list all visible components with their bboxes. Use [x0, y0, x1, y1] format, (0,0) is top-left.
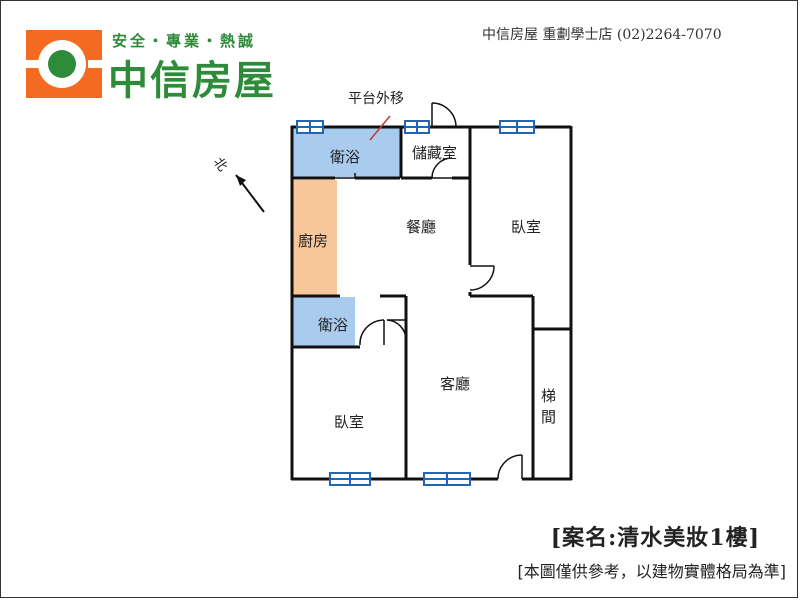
disclaimer: [本圖僅供參考，以建物實體格局為準]	[517, 562, 787, 581]
note-leader	[369, 115, 391, 141]
room-stairs-2: 間	[541, 408, 557, 426]
room-kitchen: 廚房	[298, 232, 329, 250]
logo-notch-left	[26, 60, 40, 68]
bath-top-fill	[293, 127, 400, 177]
room-bedroom-right: 臥室	[511, 218, 542, 236]
store-info: 中信房屋 重劃學士店 (02)2264-7070	[482, 27, 722, 43]
room-stairs-1: 梯	[541, 387, 557, 405]
logo-notch-right	[88, 60, 102, 68]
brand-logo	[26, 30, 102, 98]
room-bath-top: 衛浴	[330, 148, 361, 166]
logo-globe-icon	[48, 50, 76, 78]
window-bath-top	[296, 120, 324, 134]
window-storage	[404, 120, 430, 134]
room-bedroom-left: 臥室	[334, 413, 365, 431]
brand-name: 中信房屋	[108, 58, 276, 104]
slogan: 安全・專業・熱誠	[112, 32, 257, 50]
north-arrow-icon	[235, 174, 265, 213]
case-name: [案名:清水美妝1樓]	[550, 525, 760, 551]
room-living: 客廳	[440, 375, 471, 393]
platform-note: 平台外移	[348, 91, 404, 107]
kitchen-fill	[293, 180, 337, 295]
window-living	[423, 472, 471, 486]
room-dining: 餐廳	[406, 218, 437, 236]
room-storage: 儲藏室	[412, 144, 458, 162]
window-bedroom-right	[499, 120, 535, 134]
walls	[290, 125, 573, 481]
bath-bottom-fill	[293, 297, 355, 347]
doors	[335, 102, 523, 480]
windows	[296, 120, 535, 486]
room-bath-bottom: 衛浴	[318, 316, 349, 334]
window-bedroom-left	[329, 472, 371, 486]
